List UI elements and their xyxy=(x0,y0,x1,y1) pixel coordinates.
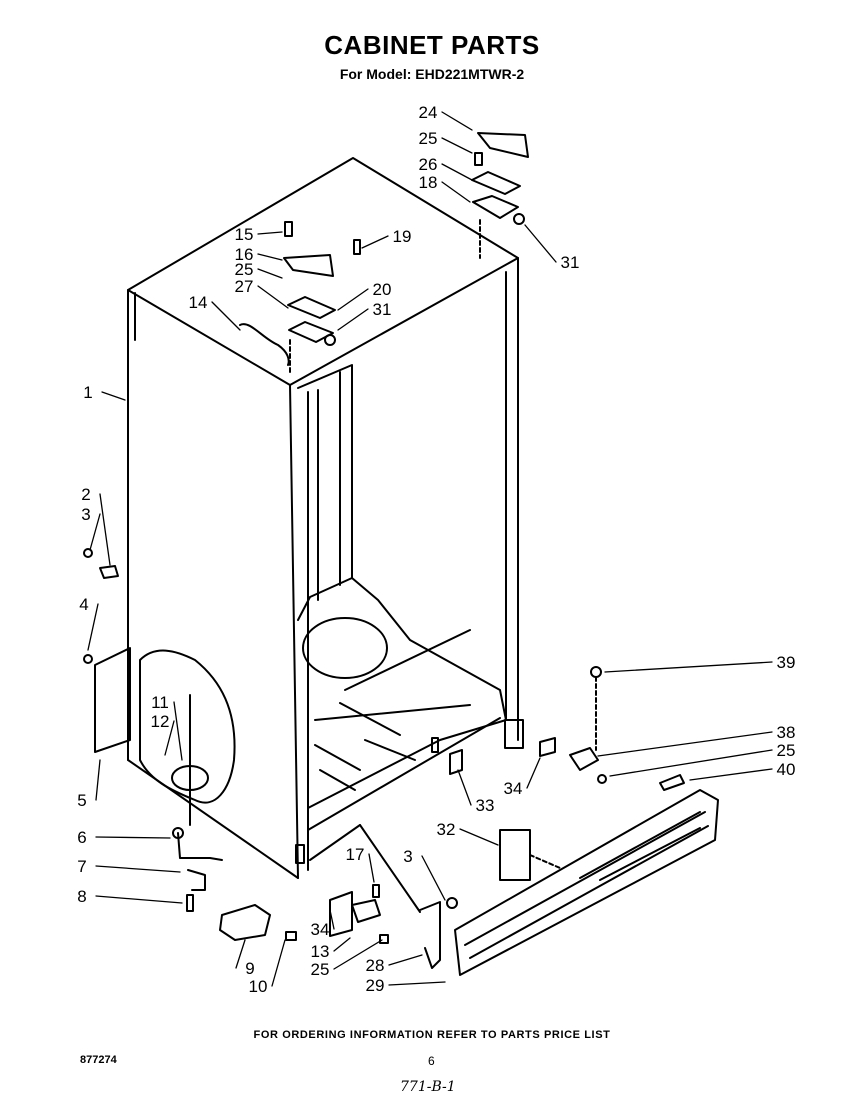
callout-leader-line xyxy=(361,235,389,249)
callout-number: 18 xyxy=(419,173,438,192)
top-hinge-left xyxy=(239,221,361,373)
callout-number: 19 xyxy=(393,227,412,246)
callout-leader-line xyxy=(524,224,557,263)
ordering-note: FOR ORDERING INFORMATION REFER TO PARTS … xyxy=(253,1029,611,1041)
callout-number: 17 xyxy=(346,845,365,864)
callout-leader-line xyxy=(173,701,183,761)
callout-leader-line xyxy=(95,895,183,904)
callout-leader-line xyxy=(457,769,472,806)
page-title: CABINET PARTS xyxy=(324,30,540,60)
callout-number: 25 xyxy=(235,260,254,279)
callout-leader-line xyxy=(441,137,473,154)
callout-leader-line xyxy=(333,937,351,952)
callout-number: 2 xyxy=(81,485,90,504)
callout-number: 38 xyxy=(777,723,796,742)
callout-number: 25 xyxy=(419,129,438,148)
callout-number: 31 xyxy=(373,300,392,319)
callout-labels: 2425261831151625271920311412341112567891… xyxy=(77,103,795,996)
callout-number: 3 xyxy=(403,847,412,866)
callout-number: 3 xyxy=(81,505,90,524)
top-hinge-right xyxy=(471,132,529,259)
callout-number: 12 xyxy=(151,712,170,731)
callout-leader-line xyxy=(609,749,773,777)
callout-leader-line xyxy=(441,111,473,131)
callout-leader-line xyxy=(604,661,773,673)
callout-leader-line xyxy=(597,731,773,757)
handwritten-mark: 771-B-1 xyxy=(400,1079,456,1095)
callout-number: 32 xyxy=(437,820,456,839)
callout-leader-line xyxy=(257,285,289,309)
callout-number: 10 xyxy=(249,977,268,996)
bottom-center-parts xyxy=(309,824,458,969)
callout-number: 27 xyxy=(235,277,254,296)
callout-number: 39 xyxy=(777,653,796,672)
callout-number: 26 xyxy=(419,155,438,174)
callout-leader-line xyxy=(271,939,286,987)
callout-leader-line xyxy=(95,759,101,801)
callout-leader-line xyxy=(164,720,175,756)
callout-number: 20 xyxy=(373,280,392,299)
callout-number: 34 xyxy=(311,920,330,939)
callout-leader-line xyxy=(388,981,446,986)
callout-leader-line xyxy=(333,939,383,970)
callout-number: 28 xyxy=(366,956,385,975)
callout-leader-line xyxy=(235,939,246,969)
callout-leader-line xyxy=(87,603,99,651)
page-number: 6 xyxy=(428,1054,435,1068)
callout-number: 6 xyxy=(77,828,86,847)
callout-number: 25 xyxy=(311,960,330,979)
callout-leader-line xyxy=(388,954,423,966)
callout-leader-line xyxy=(257,231,283,235)
callout-number: 33 xyxy=(476,796,495,815)
callout-leader-line xyxy=(689,768,773,781)
callout-leader-line xyxy=(95,836,171,839)
model-subtitle: For Model: EHD221MTWR-2 xyxy=(339,66,525,82)
callout-leader-line xyxy=(329,909,335,930)
callout-leader-line xyxy=(257,268,283,279)
callout-leader-line xyxy=(257,253,283,261)
toe-grille xyxy=(454,789,719,976)
callout-number: 16 xyxy=(235,245,254,264)
callout-number: 1 xyxy=(83,383,92,402)
callout-leader-line xyxy=(101,391,126,401)
callout-leader-line xyxy=(526,757,541,789)
callout-leader-line xyxy=(211,301,241,331)
callout-number: 7 xyxy=(77,857,86,876)
callout-leader-line xyxy=(368,853,375,883)
callout-leader-line xyxy=(421,855,446,901)
callout-number: 9 xyxy=(245,959,254,978)
callout-number: 14 xyxy=(189,293,208,312)
callout-number: 8 xyxy=(77,887,86,906)
document-number: 877274 xyxy=(80,1054,117,1066)
callout-leader-line xyxy=(441,163,473,181)
callout-leader-line xyxy=(441,181,471,203)
callout-number: 40 xyxy=(777,760,796,779)
callout-number: 5 xyxy=(77,791,86,810)
callout-number: 29 xyxy=(366,976,385,995)
callout-number: 31 xyxy=(561,253,580,272)
callout-number: 15 xyxy=(235,225,254,244)
callout-number: 34 xyxy=(504,779,523,798)
callout-leader-line xyxy=(337,308,369,331)
callout-leaders xyxy=(87,111,773,987)
callout-number: 4 xyxy=(79,595,88,614)
callout-number: 13 xyxy=(311,942,330,961)
callout-number: 24 xyxy=(419,103,438,122)
callout-number: 25 xyxy=(777,741,796,760)
left-small-parts xyxy=(83,548,297,941)
callout-leader-line xyxy=(337,288,369,311)
callout-leader-line xyxy=(459,828,499,846)
callout-leader-line xyxy=(95,865,181,873)
callout-leader-line xyxy=(99,493,111,566)
callout-leader-line xyxy=(89,513,101,551)
callout-number: 11 xyxy=(151,693,169,712)
right-bottom-parts xyxy=(449,666,685,791)
